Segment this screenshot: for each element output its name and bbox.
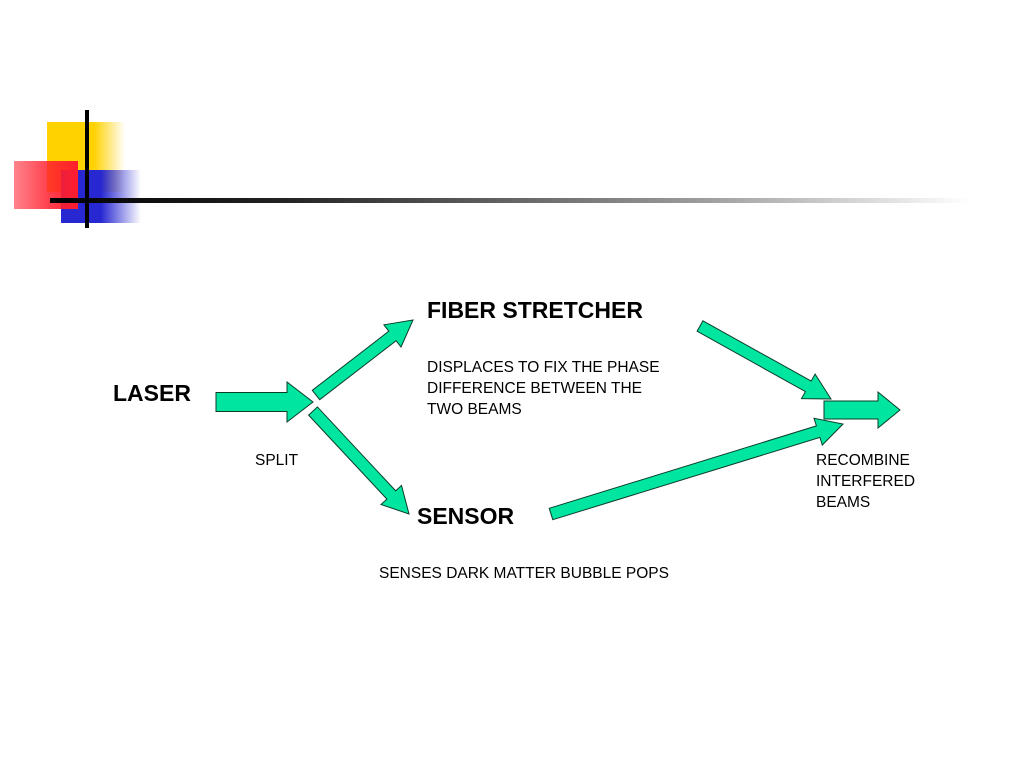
decor-horizontal-rule (50, 198, 970, 203)
fiber-stretcher-description-line: DIFFERENCE BETWEEN THE (427, 380, 643, 397)
fiber-stretcher-description-line: DISPLACES TO FIX THE PHASE (427, 359, 660, 376)
split-label: SPLIT (255, 452, 299, 469)
fiber-stretcher-description-line: TWO BEAMS (427, 401, 522, 418)
laser-label: LASER (113, 380, 191, 406)
laser-arrow (215, 380, 314, 424)
recombine-label: RECOMBINE INTERFERED BEAMS (816, 450, 915, 513)
slide-header-decoration (14, 110, 970, 228)
split-to-fiber-stretcher-arrow (311, 319, 414, 401)
fiber-stretcher-description: DISPLACES TO FIX THE PHASE DIFFERENCE BE… (427, 357, 660, 420)
sensor-label: SENSOR (417, 503, 515, 529)
decor-vertical-rule (85, 110, 89, 228)
recombine-label-line: RECOMBINE (816, 452, 910, 469)
fiber-stretcher-to-recombine-arrow (696, 320, 832, 400)
split-to-sensor-arrow (307, 406, 410, 515)
sensor-to-recombine-arrow (548, 417, 845, 521)
recombine-output-arrow (823, 390, 901, 430)
recombine-label-line: INTERFERED (816, 473, 916, 490)
fiber-stretcher-label: FIBER STRETCHER (427, 297, 643, 323)
recombine-label-line: BEAMS (816, 494, 871, 511)
sensor-description: SENSES DARK MATTER BUBBLE POPS (379, 565, 669, 582)
